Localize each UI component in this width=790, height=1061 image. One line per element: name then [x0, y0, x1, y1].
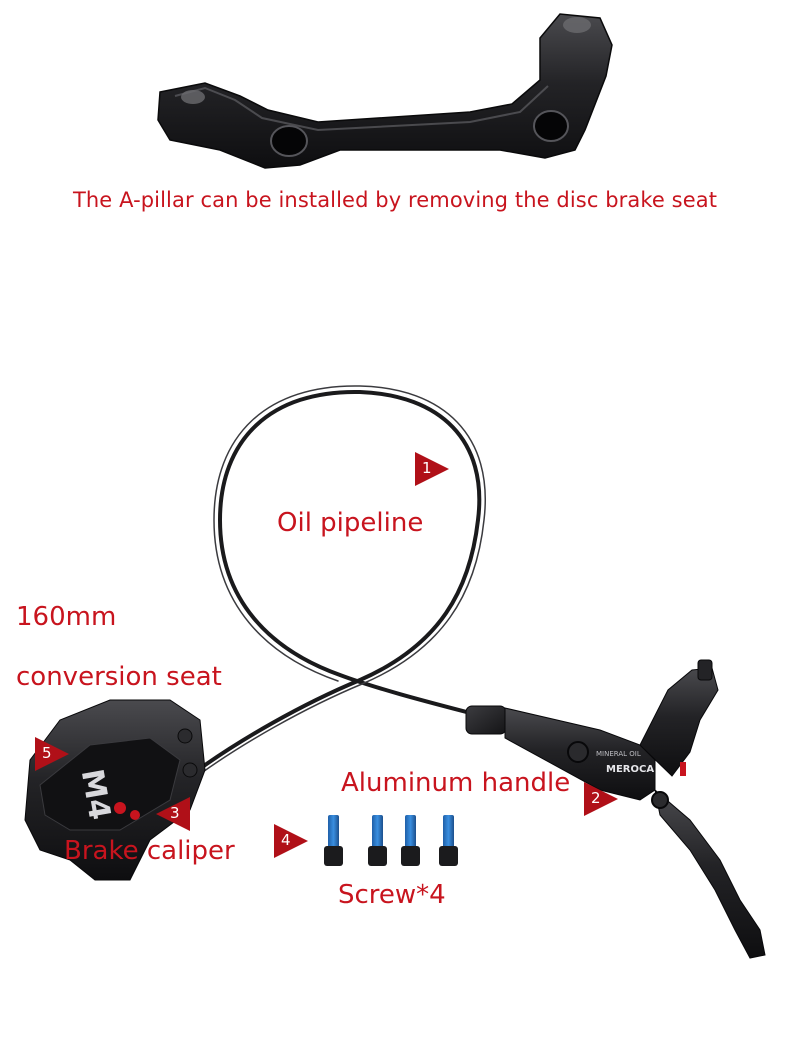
marker-1-number: 1: [422, 459, 432, 477]
marker-1-triangle-icon: [415, 452, 449, 486]
brake-lever-image: MINERAL OIL MEROCA: [465, 659, 766, 959]
lever-fluid-text: MINERAL OIL: [596, 750, 641, 758]
marker-3-triangle-icon: [156, 797, 190, 831]
marker-5-triangle-icon: [35, 737, 69, 771]
screw: [401, 815, 420, 866]
oil-pipeline-image: [196, 385, 486, 775]
brake-caliper-label: Brake caliper: [64, 836, 235, 866]
marker-4-number: 4: [281, 831, 291, 849]
marker-4: 4: [274, 824, 308, 858]
adapter-bracket-image: [157, 13, 613, 169]
aluminum-handle-label: Aluminum handle: [341, 768, 571, 798]
marker-4-triangle-icon: [274, 824, 308, 858]
marker-1: 1: [415, 452, 449, 486]
marker-3: 3: [156, 797, 190, 831]
brake-caliper-image: M4: [24, 699, 206, 881]
marker-5: 5: [35, 737, 69, 771]
screw: [368, 815, 387, 866]
screw: [324, 815, 343, 866]
screw: [439, 815, 458, 866]
marker-2-triangle-icon: [584, 782, 618, 816]
marker-2: 2: [584, 782, 618, 816]
oil-pipeline-label: Oil pipeline: [277, 508, 424, 538]
marker-5-number: 5: [42, 744, 52, 762]
screw-label: Screw*4: [338, 880, 446, 910]
caliper-model-text: M4: [74, 766, 117, 822]
conversion-seat-label: conversion seat: [16, 662, 222, 692]
conversion-seat-size-label: 160mm: [16, 602, 117, 632]
marker-2-number: 2: [591, 789, 601, 807]
top-caption: The A-pillar can be installed by removin…: [72, 188, 718, 212]
lever-brand-text: MEROCA: [606, 764, 654, 775]
screws-image: [324, 815, 458, 866]
marker-3-number: 3: [170, 804, 180, 822]
